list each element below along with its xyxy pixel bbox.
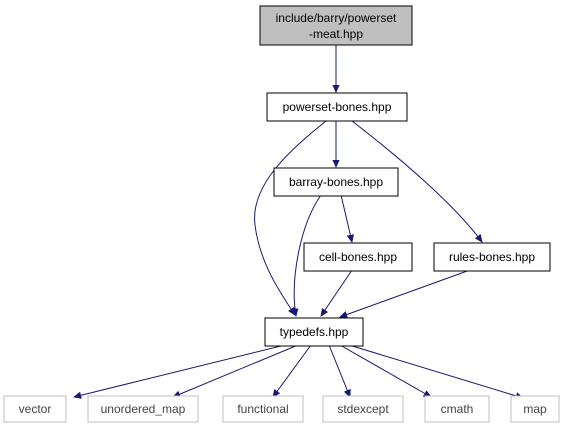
edge-typedefs-to-functional	[273, 344, 312, 397]
edge-typedefs-to-stdexcept	[328, 344, 350, 397]
node-functional-label: functional	[237, 402, 288, 416]
node-stdexcept: stdexcept	[322, 395, 404, 423]
nodes-layer: include/barry/powerset -meat.hpp powerse…	[3, 5, 560, 423]
node-cell-bones[interactable]: cell-bones.hpp	[303, 242, 413, 272]
node-powerset-bones[interactable]: powerset-bones.hpp	[266, 92, 408, 122]
node-powerset-meat-label-line1: include/barry/powerset	[276, 11, 397, 25]
node-powerset-bones-label: powerset-bones.hpp	[283, 100, 392, 114]
edge-typedefs-to-cmath	[339, 344, 431, 397]
node-functional: functional	[222, 395, 304, 423]
node-cell-bones-label: cell-bones.hpp	[319, 250, 397, 264]
node-unordered-map: unordered_map	[87, 395, 199, 423]
node-stdexcept-label: stdexcept	[337, 402, 389, 416]
node-rules-bones[interactable]: rules-bones.hpp	[433, 242, 551, 272]
node-powerset-meat[interactable]: include/barry/powerset -meat.hpp	[259, 5, 413, 46]
edge-typedefs-to-map	[348, 344, 523, 398]
node-map: map	[510, 395, 560, 423]
node-barray-bones-label: barray-bones.hpp	[289, 175, 383, 189]
node-vector-label: vector	[19, 402, 52, 416]
node-vector: vector	[3, 395, 67, 423]
node-unordered-map-label: unordered_map	[101, 402, 186, 416]
edge-barray-bones-to-cell-bones	[340, 194, 352, 242]
node-typedefs[interactable]: typedefs.hpp	[264, 317, 364, 347]
node-cmath-label: cmath	[441, 402, 474, 416]
edge-powerset-bones-to-rules-bones	[351, 120, 482, 242]
edge-cell-bones-to-typedefs	[321, 269, 353, 316]
node-barray-bones[interactable]: barray-bones.hpp	[273, 167, 399, 197]
edge-typedefs-to-unordered-map	[173, 344, 299, 397]
node-cmath: cmath	[424, 395, 490, 423]
edge-barray-bones-to-typedefs	[294, 194, 322, 316]
edges-layer	[74, 45, 523, 398]
edge-rules-bones-to-typedefs	[340, 269, 471, 317]
edge-powerset-bones-to-typedefs	[254, 120, 327, 315]
node-powerset-meat-label-line2: -meat.hpp	[309, 27, 363, 41]
edge-typedefs-to-vector	[74, 344, 286, 397]
node-map-label: map	[523, 402, 547, 416]
node-rules-bones-label: rules-bones.hpp	[449, 250, 535, 264]
node-typedefs-label: typedefs.hpp	[280, 325, 349, 339]
